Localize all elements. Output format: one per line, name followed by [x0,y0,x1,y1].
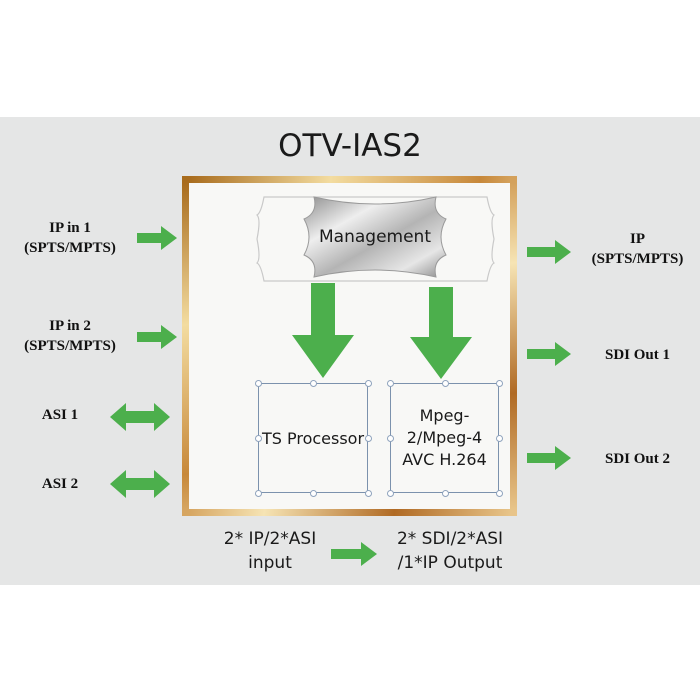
output-sdi-2-label: SDI Out 2 [604,451,671,467]
input-ip-1-label: IP in 1 (SPTS/MPTS) [5,218,135,258]
input-asi-1-label: ASI 1 [41,407,79,423]
footer-output-line2: /1*IP Output [397,553,503,573]
output-sdi-1-label: SDI Out 1 [604,347,671,363]
management-outline [255,196,496,282]
encoder-block: Mpeg- 2/Mpeg-4 AVC H.264 [390,383,499,493]
right-arrow-icon [331,542,377,566]
corner-handle [442,490,449,497]
bidirectional-arrow-icon [110,470,170,498]
corner-handle [387,435,394,442]
footer-input-line2: input [248,553,292,573]
right-arrow-icon [527,342,571,366]
footer-output-line1: 2* SDI/2*ASI [396,529,504,549]
right-arrow-icon [527,240,571,264]
corner-handle [387,490,394,497]
ts-processor-label: TS Processor [261,428,365,448]
corner-handle [255,490,262,497]
input-ip-2-name: IP in 2 [49,318,91,334]
right-arrow-icon [137,325,177,349]
input-ip-1-name: IP in 1 [49,220,91,236]
footer-input-note: 2* IP/2*ASI input [205,527,335,575]
corner-handle [387,380,394,387]
encoder-label-line1: Mpeg- [419,406,470,425]
input-ip-1-type: (SPTS/MPTS) [24,240,116,256]
down-arrow-icon [292,283,354,378]
footer-output-note: 2* SDI/2*ASI /1*IP Output [385,527,515,575]
management-block: Management [300,193,450,281]
encoder-label-line3: AVC H.264 [402,450,487,469]
management-label: Management [319,227,431,247]
encoder-label-line2: 2/Mpeg-4 [406,428,483,447]
down-arrow-icon [410,287,472,379]
corner-handle [442,380,449,387]
bidirectional-arrow-icon [110,403,170,431]
output-ip-name: IP [630,231,645,247]
corner-handle [310,380,317,387]
right-arrow-icon [137,226,177,250]
footer-input-line1: 2* IP/2*ASI [223,529,317,549]
corner-handle [255,380,262,387]
input-ip-2-label: IP in 2 (SPTS/MPTS) [5,316,135,356]
corner-handle [496,490,503,497]
management-plate-shape [303,196,447,278]
ts-processor-block: TS Processor [258,383,368,493]
input-ip-2-type: (SPTS/MPTS) [24,338,116,354]
corner-handle [496,435,503,442]
right-arrow-icon [527,446,571,470]
corner-handle [365,435,372,442]
corner-handle [365,490,372,497]
diagram-title: OTV-IAS2 [278,128,422,164]
corner-handle [365,380,372,387]
corner-handle [496,380,503,387]
output-ip-label: IP (SPTS/MPTS) [575,229,700,269]
corner-handle [310,490,317,497]
corner-handle [255,435,262,442]
output-ip-type: (SPTS/MPTS) [591,251,684,267]
input-asi-2-label: ASI 2 [41,476,79,492]
